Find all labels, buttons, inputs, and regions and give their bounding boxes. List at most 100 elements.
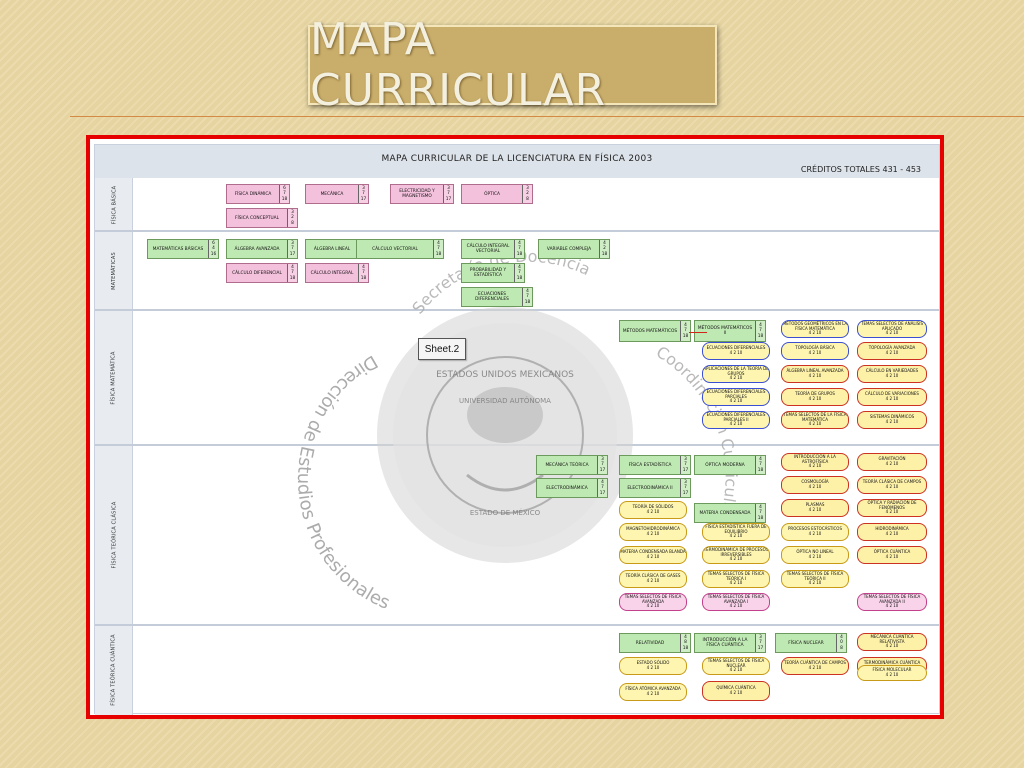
elective-credits: 4 2 10 (729, 398, 743, 404)
elective-credits: 4 2 10 (885, 603, 899, 609)
elective-credits: 4 2 10 (885, 531, 899, 536)
title-divider (70, 116, 1024, 117)
elective-name: PROCESOS ESTOCÁSTICOS (788, 526, 842, 532)
elective-name: TERMODINÁMICA DE PROCESOS IRREVERSIBLES (703, 546, 769, 557)
elective-name: QUÍMICA CUÁNTICA (716, 685, 756, 691)
elective-name: TOPOLOGÍA AVANZADA (868, 345, 916, 351)
course-name: ÁLGEBRA LINEAL (313, 246, 351, 252)
seal-top-text: ESTADOS UNIDOS MEXICANOS (436, 370, 574, 380)
course-name: ÓPTICA MODERNA (705, 462, 745, 468)
elective-name: HIDRODINÁMICA (875, 526, 909, 532)
elective-name: COSMOLOGÍA (801, 479, 829, 485)
seal-mid-text: UNIVERSIDAD AUTÓNOMA (459, 396, 551, 405)
elective-name: TEORÍA DE GRUPOS (795, 391, 835, 397)
prerequisite-arrow (689, 332, 707, 333)
elective-credits: 4 2 10 (885, 554, 899, 559)
elective-credits: 4 2 10 (729, 421, 743, 427)
slide-title: MAPA CURRICULAR (310, 14, 607, 116)
course-name: MECÁNICA (320, 191, 344, 197)
curriculum-grid: MAPA CURRICULAR DE LA LICENCIATURA EN FÍ… (94, 144, 940, 715)
course-name: FÍSICA ESTADÍSTICA (628, 462, 672, 468)
course-name: MÉTODOS MATEMÁTICOS II (697, 326, 753, 336)
row-divider (95, 624, 939, 626)
course-name: CÁLCULO INTEGRAL VECTORIAL (466, 244, 510, 254)
elective-name: ÁLGEBRA LINEAL AVANZADA (786, 368, 844, 374)
elective-credits: 4 2 10 (646, 531, 660, 536)
course-name: CÁLCULO DIFERENCIAL (232, 270, 282, 276)
elective-name: TEMAS SELECTOS DE LA FÍSICA MATEMÁTICA (783, 411, 847, 422)
elective-name: MATERIA CONDENSADA BLANDA (620, 549, 686, 555)
row-label-fisica-matematica: FÍSICA MATEMÁTICA (111, 350, 117, 405)
elective-credits: 4 2 10 (729, 580, 743, 586)
elective-name: FÍSICA ESTADÍSTICA FUERA DE EQUILIBRIO (705, 523, 767, 534)
elective-name: TEMAS SELECTOS DE FÍSICA NUCLEAR (707, 657, 765, 668)
course-name: ELECTRODINÁMICA II (627, 485, 673, 491)
curriculum-sheet: MAPA CURRICULAR DE LA LICENCIATURA EN FÍ… (86, 135, 944, 719)
sheet-title: MAPA CURRICULAR DE LA LICENCIATURA EN FÍ… (381, 154, 653, 164)
elective-credits: 4 2 10 (646, 509, 660, 514)
elective-credits: 4 2 10 (808, 531, 822, 536)
elective-name: GRAVITACIÓN (878, 456, 906, 462)
row-label-fisica-basica: FÍSICA BÁSICA (111, 185, 118, 224)
course-name: CÁLCULO VECTORIAL (372, 246, 418, 252)
course-name: ELECTRICIDAD Y MAGNETISMO (399, 189, 435, 199)
seal-bottom-text: ESTADO DE MÉXICO (470, 508, 541, 517)
elective-credits: 4 2 10 (885, 643, 899, 649)
elective-name: TEMAS SELECTOS DE FÍSICA AVANZADA (624, 593, 682, 604)
elective-credits: 4 2 10 (808, 373, 822, 378)
elective-credits: 4 2 10 (885, 672, 899, 677)
elective-name: TERMODINÁMICA CUÁNTICA (863, 660, 921, 666)
elective-name: TEMAS SELECTOS DE FÍSICA TEÓRICA I (707, 570, 765, 581)
sheet-tab-label: Sheet.2 (418, 338, 466, 360)
elective-credits: 4 2 10 (646, 665, 660, 670)
elective-credits: 4 2 10 (808, 463, 822, 469)
elective-name: ÓPTICA Y RADIACIÓN DE FENÓMENOS (867, 499, 917, 510)
elective-name: TOPOLOGÍA BÁSICA (795, 345, 835, 351)
course-name: FÍSICA CONCEPTUAL (234, 215, 280, 221)
elective-credits: 4 2 10 (646, 578, 660, 583)
course-name: ECUACIONES DIFERENCIALES (475, 292, 509, 302)
elective-credits: 4 2 10 (885, 419, 899, 424)
elective-name: TEORÍA CLÁSICA DE CAMPOS (862, 479, 922, 485)
